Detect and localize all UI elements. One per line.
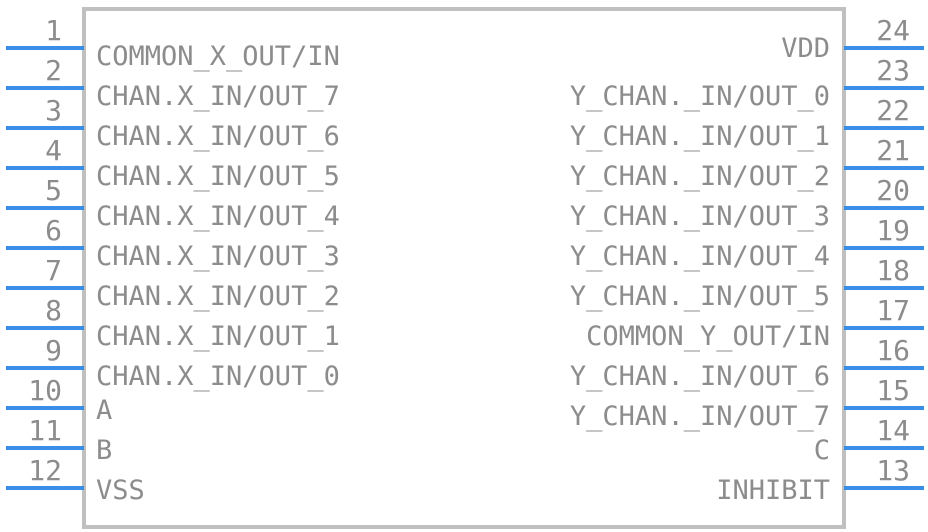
pin-name: CHAN.X_IN/OUT_1 — [96, 321, 340, 352]
pin-number: 16 — [876, 334, 910, 367]
pin-name: Y_CHAN._IN/OUT_7 — [570, 401, 830, 432]
pin-name: VSS — [96, 475, 145, 506]
pin-number: 7 — [45, 254, 62, 287]
pin-name: CHAN.X_IN/OUT_3 — [96, 241, 340, 272]
pin-name: COMMON_Y_OUT/IN — [586, 321, 830, 352]
pin-number: 11 — [28, 414, 62, 447]
pin-number: 17 — [876, 294, 910, 327]
pin-number: 18 — [876, 254, 910, 287]
pin-name: CHAN.X_IN/OUT_2 — [96, 281, 340, 312]
pin-name: Y_CHAN._IN/OUT_3 — [570, 201, 830, 232]
pin-number: 24 — [876, 14, 910, 47]
pin-name: Y_CHAN._IN/OUT_6 — [570, 361, 830, 392]
pin-number: 22 — [876, 94, 910, 127]
pin-name: CHAN.X_IN/OUT_7 — [96, 81, 340, 112]
pin-name: Y_CHAN._IN/OUT_0 — [570, 81, 830, 112]
pin-name: B — [96, 435, 112, 466]
pin-name: Y_CHAN._IN/OUT_2 — [570, 161, 830, 192]
pin-number: 9 — [45, 334, 62, 367]
pin-number: 12 — [28, 454, 62, 487]
pin-name: VDD — [781, 33, 830, 64]
pin-number: 5 — [45, 174, 62, 207]
pin-name: Y_CHAN._IN/OUT_4 — [570, 241, 830, 272]
pin-number: 13 — [876, 454, 910, 487]
pin-name: CHAN.X_IN/OUT_4 — [96, 201, 340, 232]
pin-number: 23 — [876, 54, 910, 87]
pin-number: 2 — [45, 54, 62, 87]
pin-name: COMMON_X_OUT/IN — [96, 41, 340, 72]
pin-number: 20 — [876, 174, 910, 207]
pin-number: 14 — [876, 414, 910, 447]
pin-name: C — [814, 435, 830, 466]
pin-number: 3 — [45, 94, 62, 127]
pin-name: CHAN.X_IN/OUT_6 — [96, 121, 340, 152]
pin-name: Y_CHAN._IN/OUT_1 — [570, 121, 830, 152]
pin-number: 1 — [45, 14, 62, 47]
pin-number: 10 — [28, 374, 62, 407]
pin-number: 15 — [876, 374, 910, 407]
pin-number: 4 — [45, 134, 62, 167]
pin-name: CHAN.X_IN/OUT_0 — [96, 361, 340, 392]
pin-number: 21 — [876, 134, 910, 167]
pin-number: 8 — [45, 294, 62, 327]
pin-number: 6 — [45, 214, 62, 247]
ic-body — [82, 7, 846, 529]
pin-name: Y_CHAN._IN/OUT_5 — [570, 281, 830, 312]
pin-name: INHIBIT — [716, 475, 830, 506]
pin-number: 19 — [876, 214, 910, 247]
pin-name: CHAN.X_IN/OUT_5 — [96, 161, 340, 192]
pin-name: A — [96, 395, 112, 426]
